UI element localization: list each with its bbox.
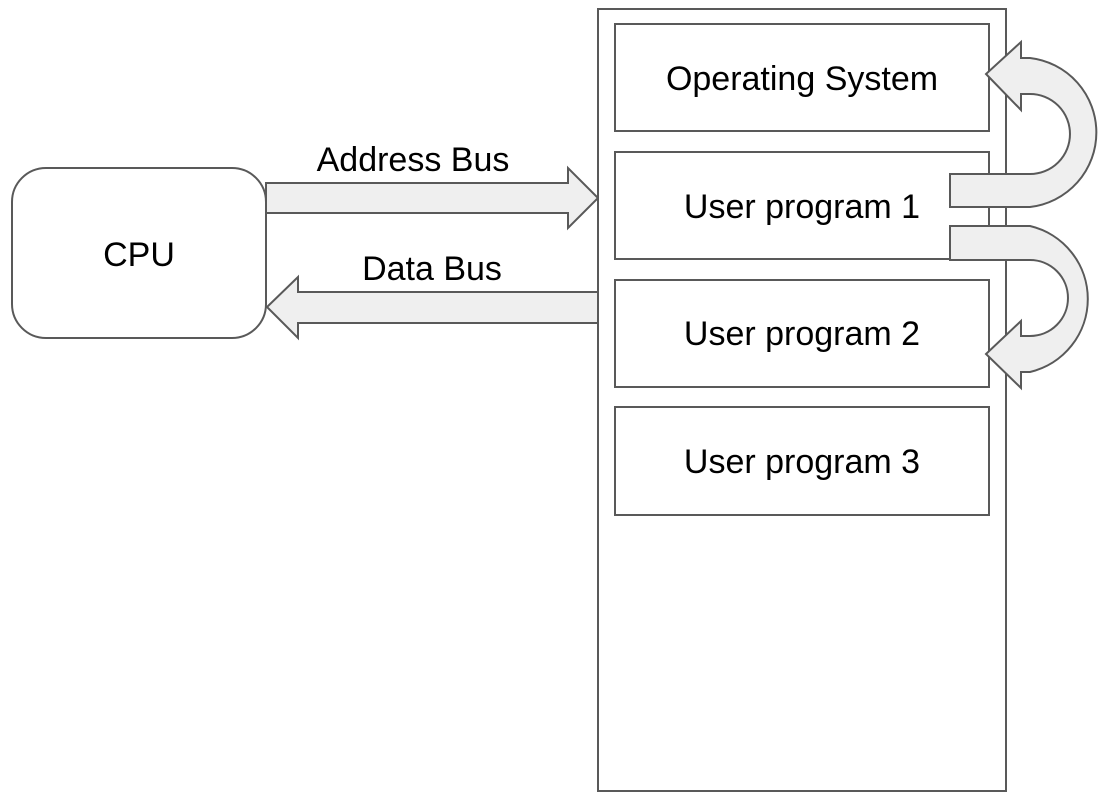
address-bus-arrow (265, 165, 600, 231)
address-bus-label: Address Bus (317, 141, 510, 179)
cpu-box (11, 167, 267, 339)
cpu-node: CPU (11, 167, 267, 339)
cpu-label: CPU (103, 236, 175, 274)
memory-block-label: User program 3 (684, 443, 920, 481)
data-bus: Data Bus (265, 250, 599, 341)
data-bus-label: Data Bus (362, 250, 502, 288)
memory-block-user-program-3: User program 3 (614, 406, 990, 516)
memory-block-label: Operating System (666, 60, 938, 98)
memory-container (597, 8, 1007, 792)
memory-block-operating-system: Operating System (614, 23, 990, 132)
memory-block-user-program-1: User program 1 (614, 151, 990, 260)
address-bus: Address Bus (265, 141, 600, 231)
curved-arrow-to-user-program-2 (949, 225, 1089, 391)
memory-block-user-program-2: User program 2 (614, 279, 990, 388)
data-bus-arrow (265, 274, 599, 341)
memory-block-label: User program 2 (684, 315, 920, 353)
memory-block-label: User program 1 (684, 188, 920, 226)
curved-arrow-to-operating-system (949, 39, 1098, 208)
